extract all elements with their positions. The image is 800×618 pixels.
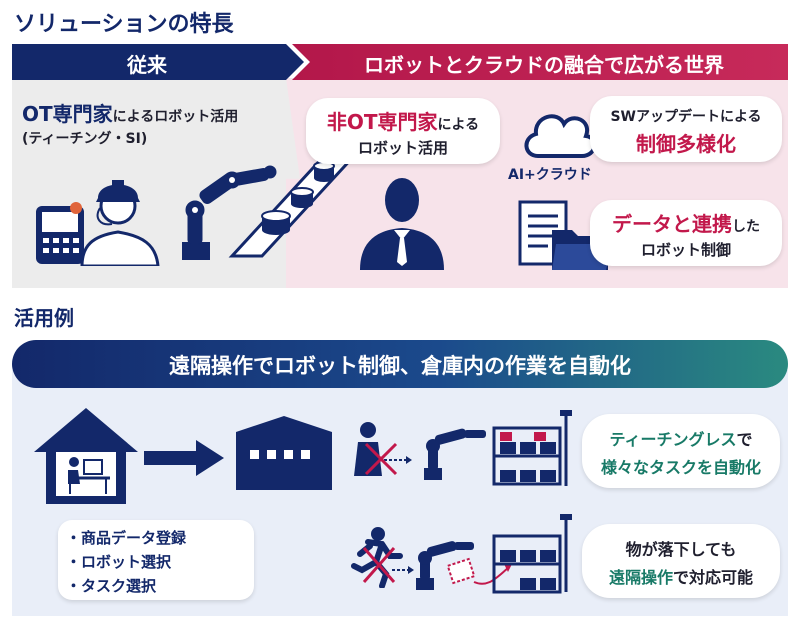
header-arrow-bars	[12, 44, 788, 80]
sw-update-bubble: SWアップデートによる 制御多様化	[590, 96, 782, 162]
conventional-header: 従来	[127, 53, 167, 77]
teach-pendant-icon	[36, 202, 84, 264]
data-link-suffix: した	[732, 219, 760, 235]
warehouse-icon	[236, 416, 332, 490]
task-list-bubble: ・商品データ登録 ・ロボット選択 ・タスク選択	[58, 520, 254, 600]
remote-operation-text: 遠隔操作	[608, 568, 673, 587]
cloud-icon	[524, 114, 597, 158]
teachingless-text: ティーチングレス	[609, 430, 737, 449]
non-expert-bubble: 非OT専門家による ロボット活用	[306, 98, 500, 164]
running-person-icon	[351, 527, 414, 588]
use-case-banner	[12, 340, 788, 388]
task-list: ・商品データ登録 ・ロボット選択 ・タスク選択	[58, 520, 254, 598]
shelf-icon-2	[492, 514, 572, 594]
data-link-text: データと連携	[612, 212, 732, 236]
person-at-desk-icon	[68, 457, 110, 494]
solution-title: ソリューションの特長	[14, 12, 234, 37]
robot-arm-icon-3	[416, 541, 474, 590]
list-item: ・商品データ登録	[66, 529, 187, 547]
robot-use-text: によるロボット活用	[112, 109, 239, 125]
data-link-bubble: データと連携した ロボット制御	[590, 200, 782, 266]
teaching-si-text: (ティーチング・SI)	[22, 131, 148, 147]
can-respond-text: で対応可能	[673, 568, 754, 587]
prohibited-person-icon	[354, 422, 412, 476]
engineer-icon	[80, 180, 160, 266]
businessman-icon	[360, 178, 444, 270]
non-expert-line2: ロボット活用	[357, 139, 448, 157]
fusion-header: ロボットとクラウドの融合で広がる世界	[364, 53, 724, 77]
various-tasks-text: 様々なタスクを自動化	[600, 458, 761, 477]
non-expert-suffix: による	[437, 117, 480, 133]
teachingless-suffix: で	[736, 430, 753, 449]
conveyor-icon	[228, 154, 358, 258]
ai-cloud-label: AI+クラウド	[508, 167, 592, 183]
sw-update-line1: SWアップデートによる	[610, 109, 762, 125]
list-item: ・ロボット選択	[66, 553, 172, 571]
robot-arm-icon	[182, 165, 277, 260]
remote-handling-bubble: 物が落下しても 遠隔操作で対応可能	[582, 524, 780, 598]
use-case-title: 活用例	[14, 306, 74, 330]
teachingless-bubble: ティーチングレスで 様々なタスクを自動化	[582, 414, 780, 488]
shelf-icon	[492, 410, 572, 486]
non-ot-expert-text: 非OT専門家	[326, 110, 438, 134]
conventional-desc: OT専門家によるロボット活用	[22, 98, 238, 127]
robot-control-text: ロボット制御	[640, 241, 731, 259]
list-item: ・タスク選択	[66, 577, 157, 595]
ot-expert-text: OT専門家	[22, 102, 113, 126]
falling-object-text: 物が落下しても	[625, 540, 737, 559]
arrow-right-icon	[144, 440, 224, 476]
control-diversity-text: 制御多様化	[636, 132, 736, 156]
falling-box-icon	[446, 557, 512, 585]
use-case-banner-text: 遠隔操作でロボット制御、倉庫内の作業を自動化	[169, 354, 631, 378]
robot-arm-icon-2	[424, 428, 486, 480]
